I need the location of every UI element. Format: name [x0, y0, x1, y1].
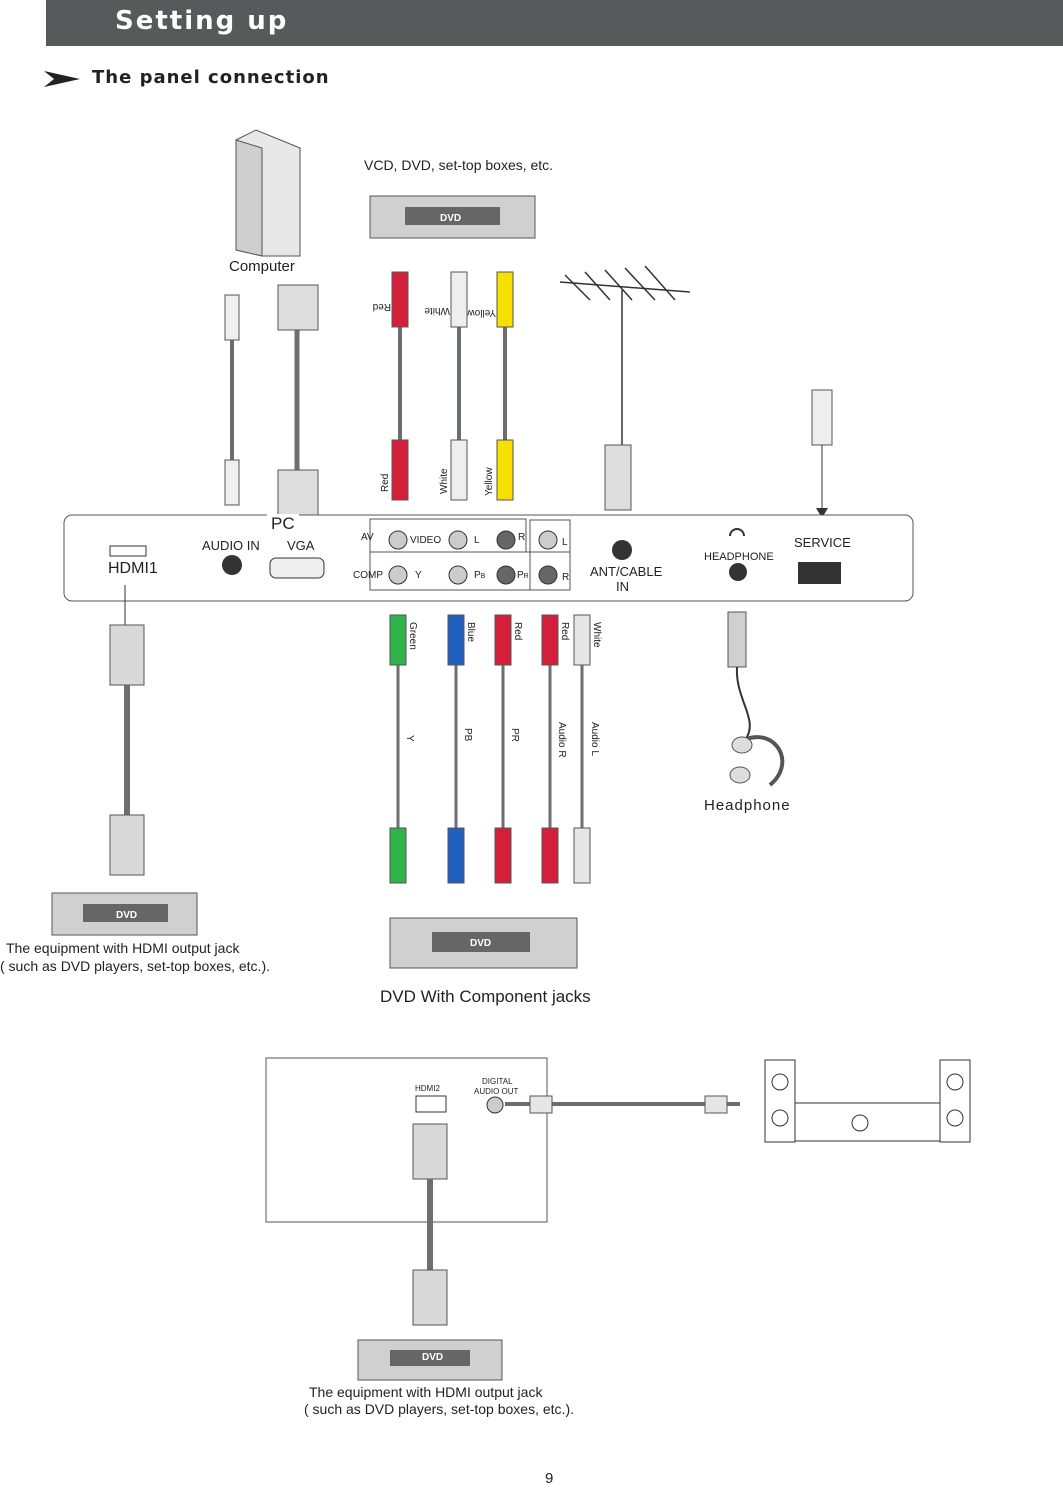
av-label: AV — [361, 532, 374, 543]
cable-label-audio-red: Red — [559, 622, 570, 641]
cable-label-red: Red — [512, 622, 523, 641]
pb-text: P — [474, 570, 481, 581]
hdmi1-label: HDMI1 — [108, 560, 158, 577]
hdmi2-equipment-line1: The equipment with HDMI output jack — [309, 1384, 543, 1400]
dvd-player-top-icon — [369, 195, 536, 239]
tv-side-panel — [265, 1057, 548, 1223]
headphone-port-label: HEADPHONE — [704, 551, 774, 563]
r-label: R — [518, 532, 526, 543]
cable-label-top-yellow-upper: Yellow — [467, 307, 496, 318]
bullet-arrow-icon — [44, 71, 80, 87]
audio-l-label: L — [562, 537, 568, 548]
dvd-component-label: DVD With Component jacks — [380, 987, 591, 1006]
cable-label-y: Y — [404, 735, 415, 742]
cable-label-blue: Blue — [465, 622, 476, 643]
audio-r-label: R — [562, 572, 570, 583]
l-label: L — [474, 535, 480, 546]
dvd-player-component-icon — [389, 917, 578, 969]
pb-label: PB — [474, 570, 485, 581]
section-title: The panel connection — [92, 67, 330, 88]
amplifier-speakers-icon — [764, 1059, 971, 1143]
dvd-badge-hdmi2: DVD — [422, 1352, 444, 1363]
dvd-badge-top: DVD — [440, 213, 462, 224]
cable-label-audio-r: Audio R — [556, 722, 567, 758]
cable-label-green: Green — [407, 622, 418, 650]
page-number: 9 — [545, 1470, 554, 1487]
ant-cable-label-2: IN — [616, 579, 629, 594]
hdmi-equipment-line2: ( such as DVD players, set-top boxes, et… — [0, 958, 270, 974]
headphone-icon — [729, 735, 785, 787]
audio-in-label: AUDIO IN — [202, 538, 260, 553]
dvd-badge-component: DVD — [470, 938, 492, 949]
pr-label: PR — [517, 570, 529, 581]
hdmi2-equipment-line2: ( such as DVD players, set-top boxes, et… — [304, 1401, 574, 1417]
cable-label-audio-white: White — [591, 622, 602, 648]
cable-label-top-white-upper: White — [424, 305, 450, 316]
cable-label-top-red-upper: Red — [372, 301, 391, 312]
page-title: Setting up — [115, 6, 289, 36]
dvd-player-hdmi2-icon — [357, 1339, 503, 1381]
computer-icon — [235, 129, 301, 257]
antenna-icon — [559, 265, 691, 450]
hdmi-equipment-line1: The equipment with HDMI output jack — [6, 940, 240, 956]
pc-label: PC — [267, 514, 299, 534]
pb-sub: B — [480, 573, 486, 580]
dvd-badge-hdmi: DVD — [116, 910, 138, 921]
vcd-dvd-label: VCD, DVD, set-top boxes, etc. — [364, 157, 554, 173]
hdmi2-label: HDMI2 — [415, 1084, 440, 1093]
pr-text: P — [517, 570, 524, 581]
digital-label-1: DIGITAL — [482, 1077, 513, 1086]
vga-label: VGA — [287, 538, 315, 553]
cable-label-top-yellow: Yellow — [484, 467, 495, 496]
service-label: SERVICE — [794, 535, 851, 550]
dvd-player-hdmi-icon — [51, 892, 198, 936]
cable-label-top-red: Red — [380, 473, 391, 492]
video-label: VIDEO — [410, 535, 442, 546]
y-label: Y — [415, 570, 422, 581]
header-bar — [46, 0, 1063, 46]
cable-label-pr: PR — [509, 728, 520, 742]
pr-sub: R — [523, 573, 529, 580]
headphone-label: Headphone — [704, 797, 791, 814]
cable-label-pb: PB — [462, 728, 473, 742]
cable-label-audio-l: Audio L — [589, 722, 600, 756]
cable-label-top-white: White — [439, 468, 450, 494]
tv-back-panel — [63, 514, 914, 602]
ant-cable-label-1: ANT/CABLE — [590, 564, 663, 579]
comp-label: COMP — [353, 570, 383, 581]
computer-label: Computer — [229, 258, 295, 275]
digital-label-2: AUDIO OUT — [474, 1087, 519, 1096]
